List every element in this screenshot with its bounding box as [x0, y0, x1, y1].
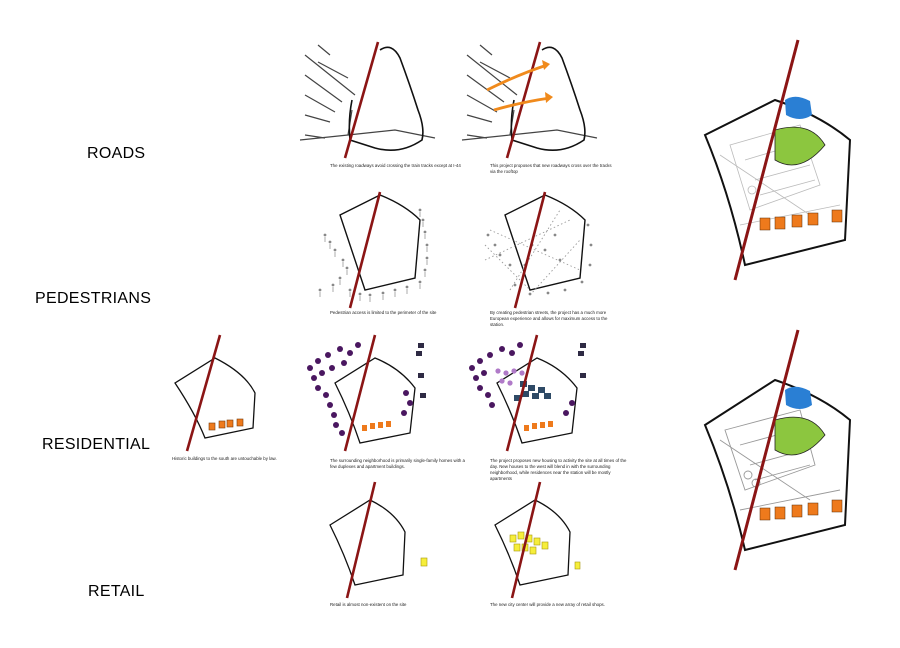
retail-shop: [420, 557, 428, 567]
residential-historic-diagram: [174, 334, 256, 452]
residential-existing-diagram: [307, 334, 426, 452]
caption-pedestrians-proposed: By creating pedestrian streets, the proj…: [490, 310, 608, 327]
row-label-retail: RETAIL: [88, 583, 145, 600]
pedestrians-existing-diagram: [318, 191, 429, 309]
caption-retail-existing: Retail is almost non-existent on the sit…: [330, 602, 407, 607]
existing-homes: [307, 342, 413, 436]
new-homes: [495, 368, 525, 386]
station-building: [785, 96, 812, 119]
master-plan-top: [703, 39, 852, 281]
master-plan-bottom: [703, 329, 852, 571]
pedestrians-proposed-diagram: [484, 191, 593, 309]
row-label-pedestrians: PEDESTRIANS: [35, 290, 152, 307]
park: [774, 126, 826, 166]
caption-roads-proposed: This project proposes that new roadways …: [490, 163, 612, 174]
pedestrian-streets: [484, 209, 581, 296]
proposed-road-arrows: [486, 63, 551, 112]
caption-residential-proposed: The project proposes new housing to acti…: [490, 458, 627, 481]
new-retail-shops: [509, 531, 549, 555]
retail-existing-diagram: [329, 481, 428, 599]
row-label-roads: ROADS: [87, 145, 146, 162]
roads-existing-diagram: [299, 41, 436, 159]
historic-buildings: [759, 209, 843, 231]
pedestrian-figures: [318, 208, 429, 297]
retail-proposed-diagram: [494, 481, 581, 599]
caption-pedestrians-existing: Pedestrian access is limited to the peri…: [330, 310, 437, 315]
caption-roads-existing: The existing roadways avoid crossing the…: [330, 163, 461, 168]
row-label-residential: RESIDENTIAL: [42, 436, 151, 453]
residential-proposed-diagram: [469, 334, 586, 452]
caption-residential-existing: The surrounding neighborhood is primaril…: [330, 458, 465, 469]
historic-buildings: [208, 418, 244, 431]
caption-residential-historic: Historic buildings to the south are unto…: [172, 456, 277, 461]
roads-proposed-diagram: [461, 41, 598, 159]
caption-retail-proposed: The new city center will provide a new a…: [490, 602, 605, 607]
train-tracks: [343, 41, 380, 159]
